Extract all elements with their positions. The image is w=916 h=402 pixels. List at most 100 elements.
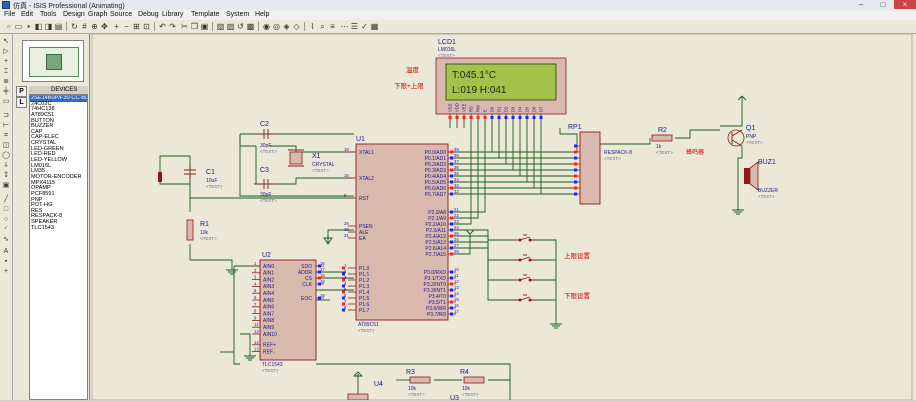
device-list[interactable]: 2SE14B0P/F30-CC-BLUE24C02C74HC138AT89C51… <box>29 95 88 400</box>
q1-transistor[interactable]: Q1 PNP <TEXT> <box>727 125 763 147</box>
device-list-item[interactable]: PNP <box>31 196 43 203</box>
menu-library[interactable]: Library <box>162 11 184 18</box>
component-mode-icon[interactable]: ▷ <box>3 48 9 55</box>
schematic-drawing[interactable]: LCD1 LM016L <TEXT> T:045.1°C L:019 H:041… <box>90 33 916 402</box>
c2-capacitor[interactable]: C2 30pF <TEXT> <box>254 121 277 154</box>
ares-icon[interactable]: ▦ <box>370 22 379 31</box>
r2-resistor[interactable]: R2 1k <TEXT> <box>651 127 673 155</box>
device-list-item[interactable]: LED-RED <box>31 151 56 158</box>
reset-button[interactable] <box>158 172 162 182</box>
symbol-tool-icon[interactable]: ▪ <box>4 258 8 265</box>
block-delete-icon[interactable]: ▩ <box>246 22 255 31</box>
tape-mode-icon[interactable]: ◫ <box>2 142 10 149</box>
c3-capacitor[interactable]: C3 30pF <TEXT> <box>254 167 277 203</box>
decompose-icon[interactable]: ◇ <box>293 22 300 31</box>
device-list-item[interactable]: LM35 <box>31 168 45 175</box>
device-list-item[interactable]: 74HC138 <box>31 106 55 113</box>
device-list-item[interactable]: LED-YELLOW <box>31 157 68 164</box>
path-tool-icon[interactable]: ∿ <box>3 236 9 243</box>
menu-template[interactable]: Template <box>191 11 220 18</box>
circle-tool-icon[interactable]: ○ <box>3 216 9 223</box>
button-3[interactable] <box>514 274 536 282</box>
pick-devices-button[interactable]: P <box>16 86 27 97</box>
open-file-icon[interactable]: ▭ <box>14 22 23 31</box>
r1-resistor[interactable]: R1 10k <TEXT> <box>186 219 217 241</box>
copy-icon[interactable]: ❐ <box>190 22 199 31</box>
device-list-item[interactable]: RESPACK-8 <box>31 213 63 220</box>
menu-file[interactable]: File <box>4 11 16 18</box>
label-mode-icon[interactable]: ⌶ <box>3 68 9 75</box>
c1-capacitor[interactable]: C1 10uF <TEXT> <box>158 164 223 189</box>
device-list-item[interactable]: BUTTON <box>31 117 54 124</box>
menu-help[interactable]: Help <box>255 11 270 18</box>
save-icon[interactable]: ▪ <box>27 22 30 31</box>
device-list-item[interactable]: MPX4115 <box>31 179 56 186</box>
redo-icon[interactable]: ↷ <box>169 22 176 31</box>
zoom-area-icon[interactable]: ⊡ <box>143 22 150 31</box>
paste-icon[interactable]: ▣ <box>200 22 209 31</box>
device-list-item[interactable]: POT-HG <box>31 202 53 209</box>
r3-resistor[interactable]: R3 10k <TEXT> <box>406 369 431 397</box>
export-icon[interactable]: ◨ <box>44 22 53 31</box>
menu-system[interactable]: System <box>226 11 250 18</box>
block-move-icon[interactable]: ▨ <box>226 22 235 31</box>
netlist-icon[interactable]: ⋯ <box>340 22 349 31</box>
junction-mode-icon[interactable]: + <box>3 58 9 65</box>
rp1-respack[interactable]: RP1 RESPACK-8 <TEXT> <box>568 124 632 205</box>
device-list-item[interactable]: TLC1543 <box>31 224 55 231</box>
pan-icon[interactable]: ✥ <box>101 22 108 31</box>
bus-mode-icon[interactable]: ╪ <box>3 88 9 95</box>
generator-mode-icon[interactable]: ◯ <box>2 152 10 159</box>
current-probe-icon[interactable]: ↧ <box>3 172 9 179</box>
arc-tool-icon[interactable]: ◜ <box>4 226 8 233</box>
origin-icon[interactable]: ⊕ <box>91 22 98 31</box>
menu-graph[interactable]: Graph <box>88 11 108 18</box>
device-list-item[interactable]: CRYSTAL <box>31 140 57 147</box>
device-list-item[interactable]: SPEAKER <box>31 219 58 226</box>
library-manager-button[interactable]: L <box>16 97 27 108</box>
pin-mode-icon[interactable]: ⊢ <box>2 122 10 129</box>
zoom-out-icon[interactable]: − <box>124 22 129 31</box>
button-2[interactable] <box>514 254 536 262</box>
device-list-item[interactable]: LM016L <box>31 162 52 169</box>
terminal-mode-icon[interactable]: ⊐ <box>3 112 9 119</box>
text-mode-icon[interactable]: ≣ <box>3 78 9 85</box>
limit-buttons[interactable] <box>514 234 536 302</box>
device-list-item[interactable]: AT89C51 <box>31 111 55 118</box>
grid-icon[interactable]: # <box>82 22 87 31</box>
menu-source[interactable]: Source <box>110 11 133 18</box>
undo-icon[interactable]: ↶ <box>159 22 166 31</box>
zoom-in-icon[interactable]: + <box>114 22 119 31</box>
import-icon[interactable]: ◧ <box>34 22 43 31</box>
new-file-icon[interactable]: ▫ <box>7 22 10 31</box>
wire-autorouter-icon[interactable]: ⌇ <box>310 22 315 31</box>
r4-resistor[interactable]: R4 10k <TEXT> <box>460 369 485 397</box>
menu-tools[interactable]: Tools <box>40 11 57 18</box>
device-list-item[interactable]: CAP <box>31 128 43 135</box>
cut-icon[interactable]: ✂ <box>181 22 188 31</box>
device-list-item[interactable]: 2SE14B0P/F30-CC-BLUE <box>30 95 88 102</box>
print-icon[interactable]: ▤ <box>54 22 63 31</box>
device-list-item[interactable]: 24C02C <box>31 100 52 107</box>
menu-design[interactable]: Design <box>63 11 85 18</box>
block-rotate-icon[interactable]: ↺ <box>237 22 244 31</box>
schematic-canvas[interactable]: LCD1 LM016L <TEXT> T:045.1°C L:019 H:041… <box>90 33 916 402</box>
overview-window[interactable] <box>22 40 84 82</box>
marker-tool-icon[interactable]: + <box>3 268 9 275</box>
button-1[interactable] <box>514 234 536 242</box>
x1-crystal[interactable]: X1 CRYSTAL <TEXT> <box>288 149 335 173</box>
device-list-item[interactable]: MOTOR-ENCODER <box>31 173 82 180</box>
pick-device-icon[interactable]: ◉ <box>263 22 270 31</box>
minimize-icon[interactable]: – <box>858 0 864 9</box>
device-list-item[interactable]: BUZZER <box>31 123 54 130</box>
select-mode-icon[interactable]: ↖ <box>3 38 9 45</box>
device-list-item[interactable]: RES <box>31 207 43 214</box>
u2-adc[interactable]: U2 TLC1543 <TEXT> AIN01AIN12AIN23AIN34AI… <box>252 252 325 373</box>
bom-icon[interactable]: ☰ <box>350 22 359 31</box>
maximize-icon[interactable]: □ <box>880 0 886 9</box>
lcd1-part[interactable]: LCD1 LM016L <TEXT> T:045.1°C L:019 H:041… <box>435 39 567 119</box>
device-list-item[interactable]: LED-GREEN <box>31 145 64 152</box>
u1-microcontroller[interactable]: U1 AT89C51 <TEXT> XTAL119XTAL218RST9PSEN… <box>342 136 459 333</box>
close-icon[interactable]: × <box>894 0 916 9</box>
button-4[interactable] <box>514 294 536 302</box>
